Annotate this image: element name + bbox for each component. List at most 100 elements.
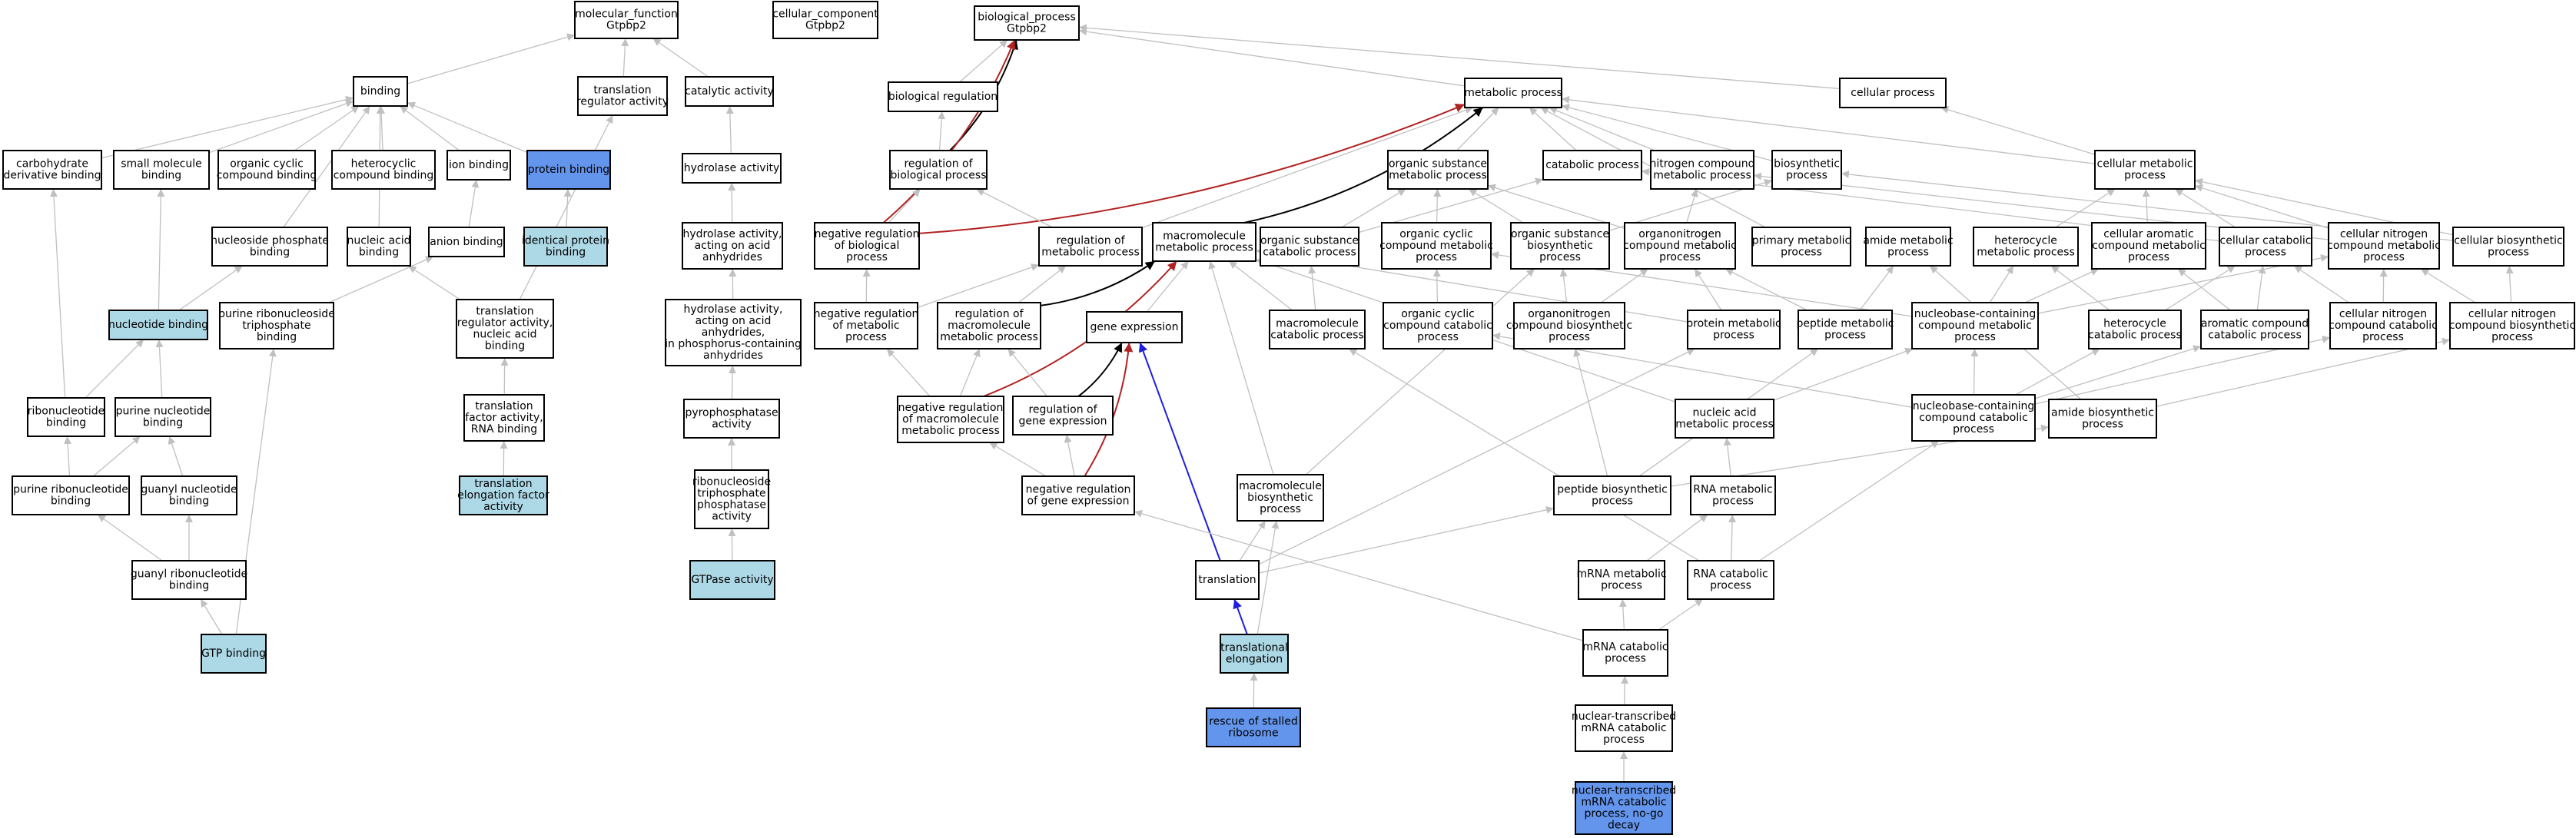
- node-label-line: metabolic process: [1464, 87, 1562, 99]
- edge-accp-to-ccp: [2256, 265, 2266, 311]
- node-label-line: translation: [474, 478, 532, 490]
- node-label-line: process, no-go: [1585, 808, 1664, 820]
- go-term-node-protb[interactable]: protein binding: [526, 150, 611, 190]
- go-term-node-nucb[interactable]: nucleotide binding: [108, 310, 208, 340]
- go-term-node-catp[interactable]: catabolic process: [1542, 150, 1642, 181]
- go-term-node-hydro[interactable]: hydrolase activity: [682, 153, 782, 184]
- go-term-node-binding[interactable]: binding: [353, 76, 408, 107]
- go-term-node-hydroa[interactable]: hydrolase activity,acting on acidanhydri…: [682, 222, 783, 270]
- go-term-node-met[interactable]: metabolic process: [1464, 78, 1562, 108]
- node-box: [219, 302, 334, 349]
- go-term-node-breg[interactable]: biological regulation: [888, 81, 998, 112]
- go-term-node-transl[interactable]: translation: [1195, 560, 1260, 600]
- go-term-node-rntpa[interactable]: ribonucleosidetriphosphatephosphataseact…: [692, 469, 771, 529]
- go-term-node-gtpase[interactable]: GTPase activity: [689, 560, 775, 600]
- go-term-node-gexp[interactable]: gene expression: [1086, 311, 1183, 343]
- node-label-line: small molecule: [121, 158, 202, 171]
- go-term-node-gtpb[interactable]: GTP binding: [201, 634, 267, 674]
- node-label-line: elongation: [1226, 654, 1283, 666]
- go-term-node-hydrop[interactable]: hydrolase activity,acting on acidanhydri…: [665, 299, 802, 366]
- node-label-line: process: [1710, 580, 1751, 592]
- node-box: [1237, 474, 1324, 522]
- go-term-node-cat[interactable]: catalytic activity: [685, 76, 774, 107]
- node-box: [665, 299, 802, 366]
- node-label-line: organonitrogen: [1528, 308, 1611, 320]
- go-term-node-ionb[interactable]: ion binding: [446, 150, 511, 181]
- go-term-node-cellp[interactable]: cellular process: [1839, 78, 1947, 108]
- node-label-line: protein metabolic: [1686, 318, 1781, 330]
- node-label-line: aromatic compound: [2201, 318, 2309, 330]
- node-box: [685, 76, 774, 107]
- go-term-node-anb[interactable]: anion binding: [428, 227, 505, 257]
